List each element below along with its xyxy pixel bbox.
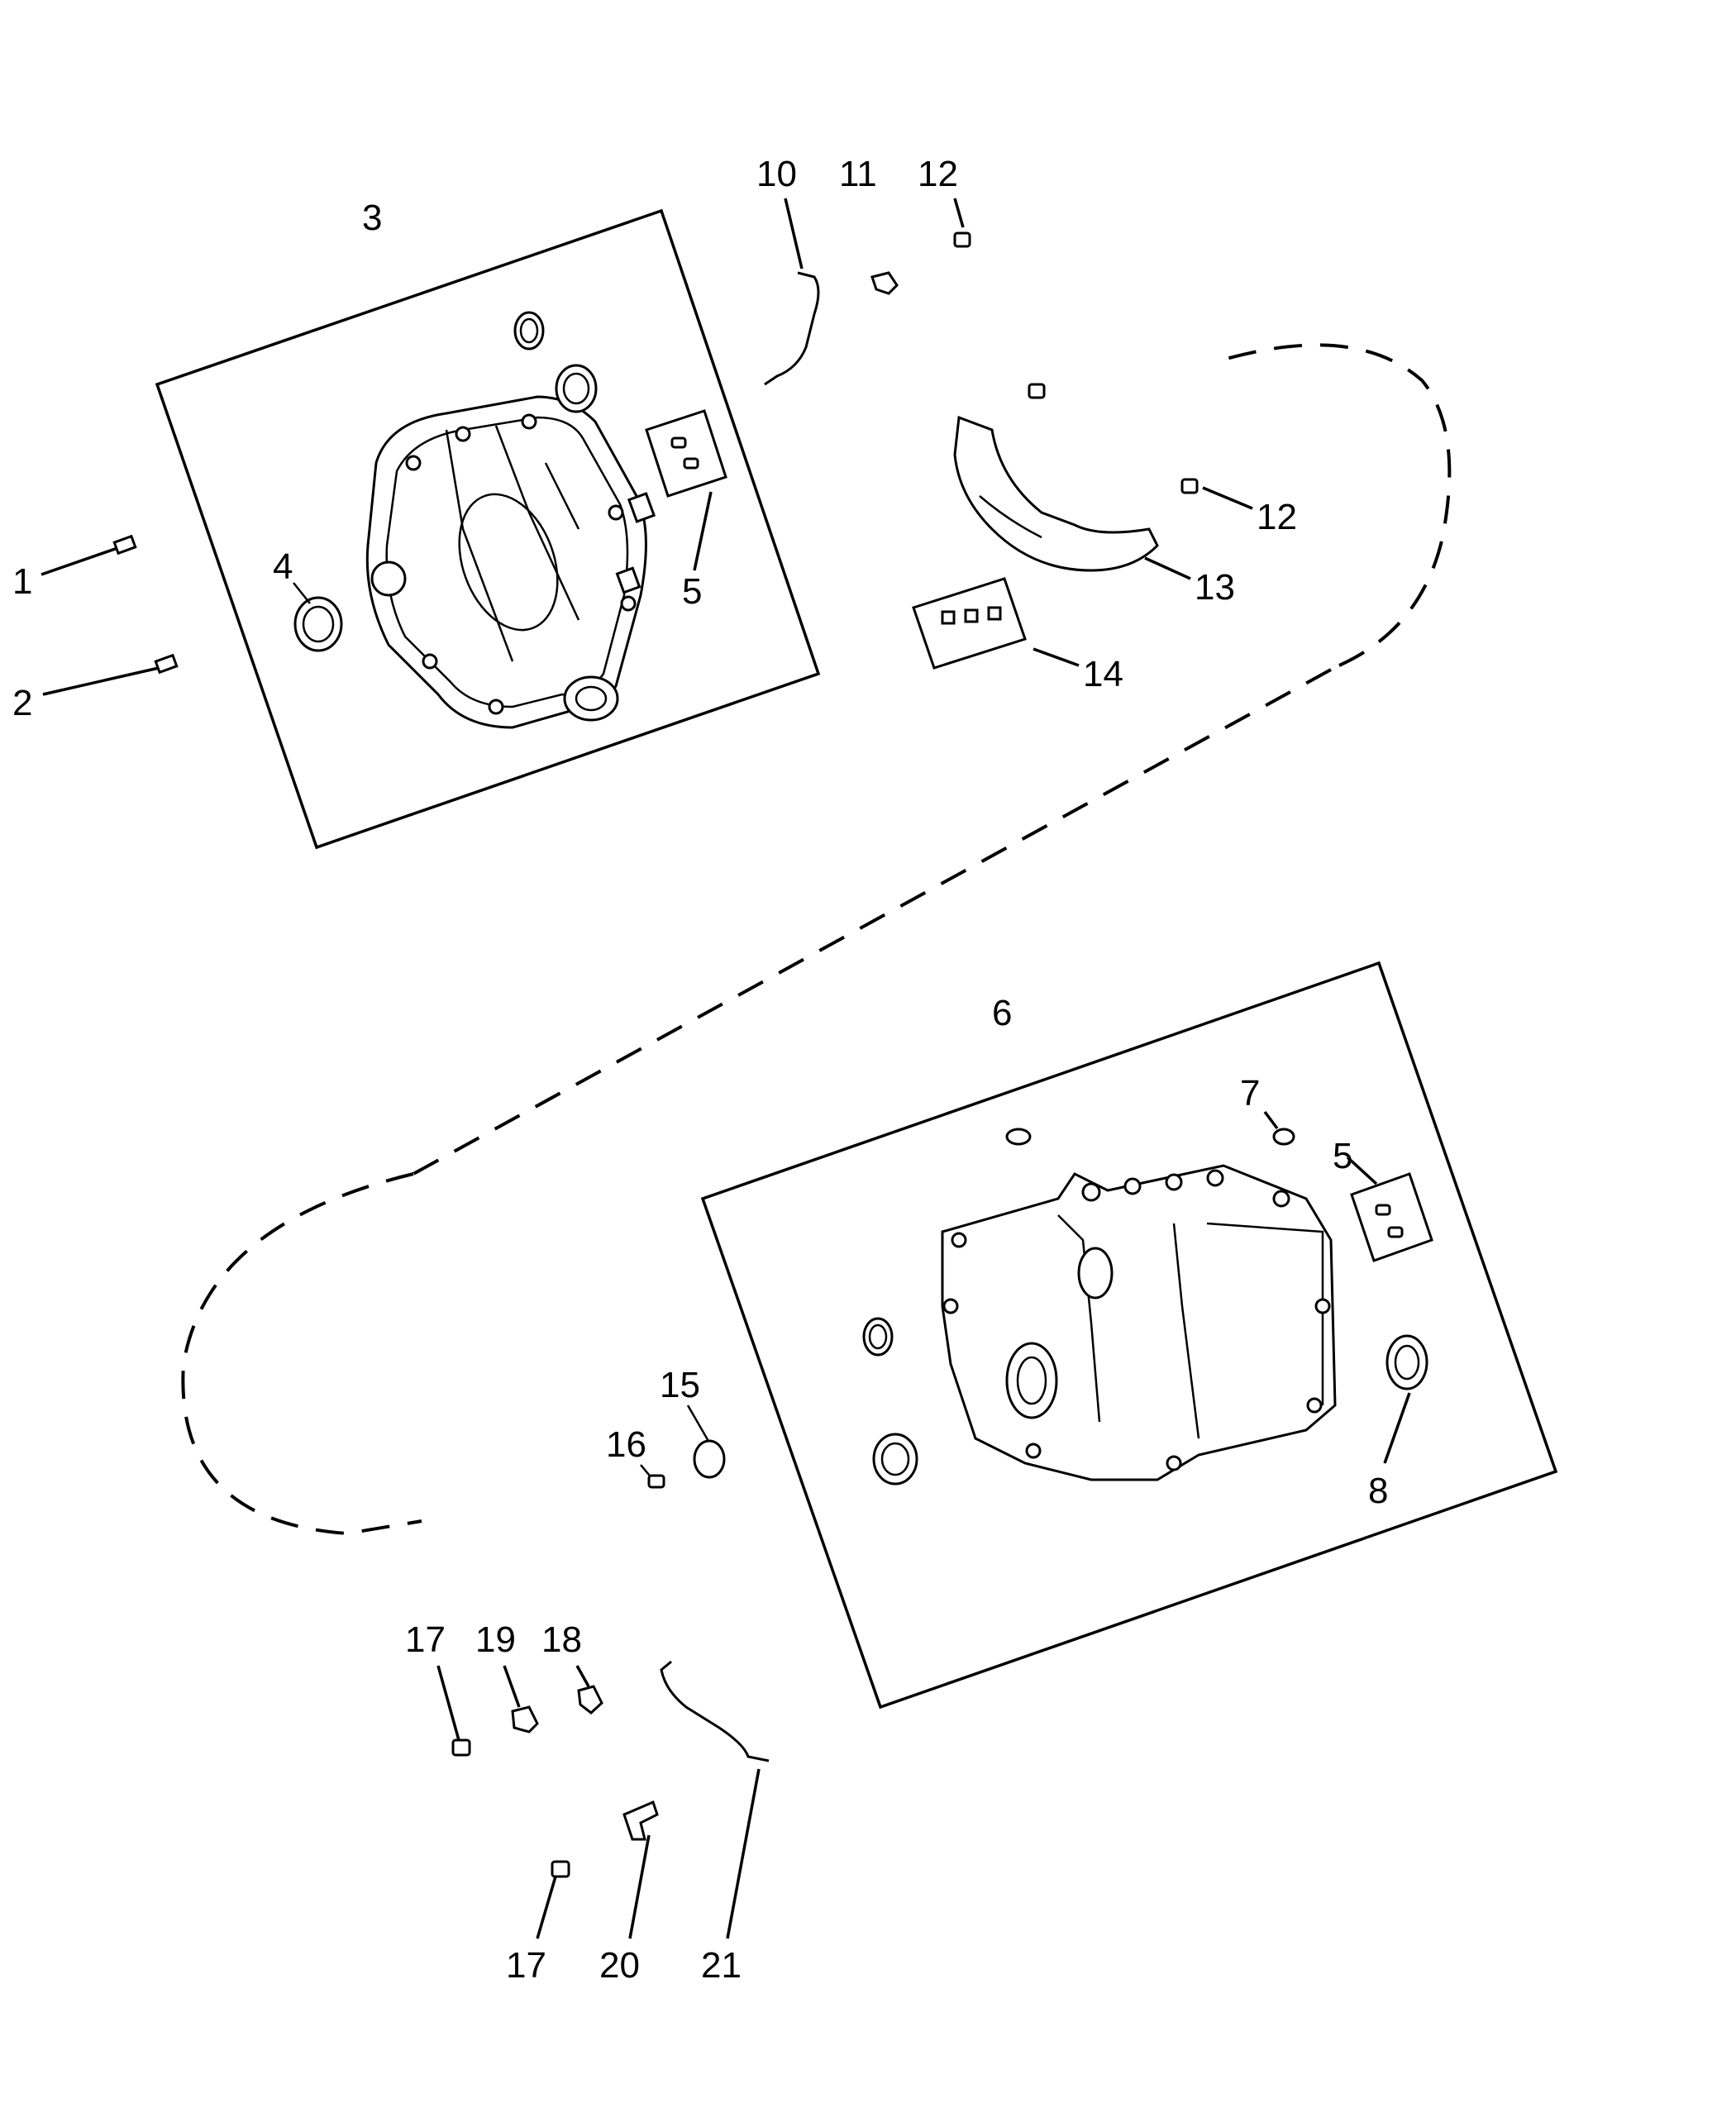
callout-17-lower: 17 bbox=[506, 1945, 546, 1986]
callout-3: 3 bbox=[362, 198, 382, 238]
ring-case-upper bbox=[862, 1317, 894, 1357]
heat-shield bbox=[953, 415, 1159, 572]
callout-1: 1 bbox=[12, 561, 32, 602]
shield-disc bbox=[693, 1439, 726, 1479]
callout-17-upper: 17 bbox=[405, 1619, 446, 1660]
callout-5-upper: 5 bbox=[682, 571, 702, 612]
transaxle-case-box bbox=[700, 961, 1558, 1710]
bolt-2 bbox=[42, 653, 179, 696]
callout-6: 6 bbox=[992, 993, 1012, 1033]
callout-13: 13 bbox=[1195, 567, 1235, 608]
callout-10: 10 bbox=[756, 154, 797, 194]
callout-12-right: 12 bbox=[1257, 497, 1297, 537]
bracket-18 bbox=[577, 1685, 603, 1715]
callout-15: 15 bbox=[660, 1365, 700, 1405]
bell-housing bbox=[365, 395, 656, 729]
bolt-16 bbox=[647, 1474, 665, 1489]
ring-seal-lower bbox=[555, 364, 598, 413]
callout-5-lower: 5 bbox=[1333, 1136, 1352, 1176]
callout-20: 20 bbox=[599, 1945, 640, 1986]
bracket-20 bbox=[622, 1800, 659, 1841]
callout-4: 4 bbox=[273, 546, 293, 587]
oil-seal-8 bbox=[1385, 1334, 1428, 1390]
bolt-17-upper bbox=[451, 1738, 471, 1757]
bolt-17-lower bbox=[551, 1860, 570, 1878]
ring-seal-upper bbox=[513, 311, 545, 351]
oil-seal bbox=[293, 596, 343, 652]
callout-8: 8 bbox=[1368, 1471, 1388, 1511]
callout-12-top: 12 bbox=[918, 154, 958, 194]
dashed-group-connector bbox=[181, 343, 1452, 1536]
ring-case-lower bbox=[872, 1433, 918, 1486]
bolt-12-shield bbox=[1028, 383, 1046, 399]
callout-21: 21 bbox=[701, 1945, 742, 1986]
callout-2: 2 bbox=[12, 683, 32, 723]
callout-19: 19 bbox=[475, 1619, 516, 1660]
vent-tube bbox=[764, 271, 820, 386]
plug-7 bbox=[1272, 1128, 1295, 1146]
callout-7: 7 bbox=[1240, 1073, 1260, 1114]
bell-housing-box bbox=[155, 208, 821, 850]
callout-16: 16 bbox=[606, 1424, 646, 1465]
callout-14: 14 bbox=[1083, 654, 1123, 694]
transaxle-case bbox=[941, 1164, 1337, 1481]
bolt-1 bbox=[41, 534, 137, 576]
callout-18: 18 bbox=[541, 1619, 582, 1660]
drain-plug bbox=[1005, 1128, 1032, 1146]
dowel-kit-14 bbox=[912, 577, 1027, 670]
callout-11: 11 bbox=[839, 154, 877, 194]
dowel-pin-kit-upper bbox=[645, 409, 727, 498]
tube-21 bbox=[660, 1660, 770, 1762]
bolt-12-upper bbox=[953, 231, 971, 248]
clip bbox=[870, 271, 899, 295]
dowel-pin-kit-lower bbox=[1350, 1172, 1433, 1262]
bracket-19 bbox=[511, 1705, 539, 1734]
bolt-12-right bbox=[1180, 478, 1199, 494]
